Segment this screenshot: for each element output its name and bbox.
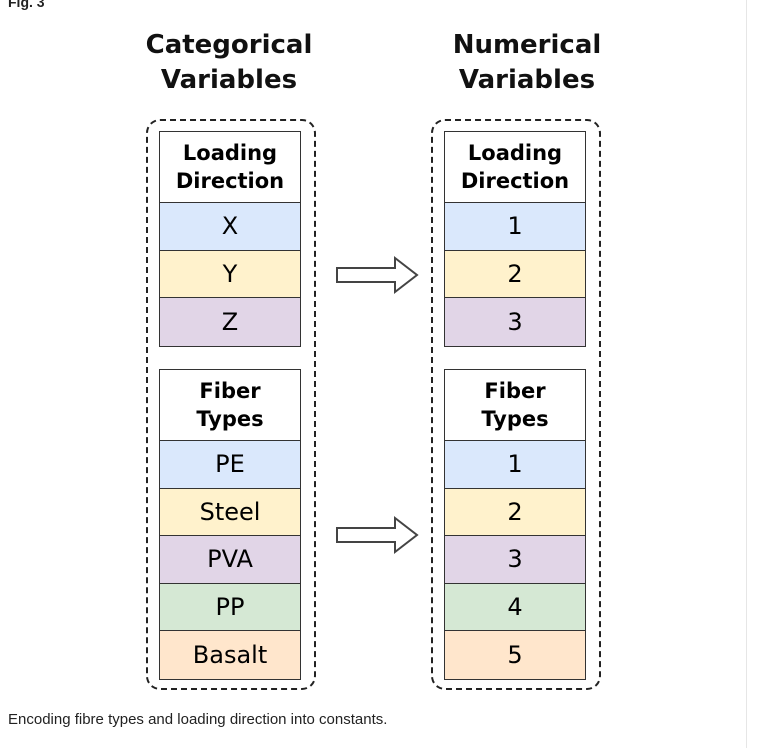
figure-label: Fig. 3 <box>8 0 45 10</box>
table-cell: X <box>160 203 300 251</box>
table-header-line: Fiber <box>199 379 261 403</box>
table-cell: 3 <box>445 298 585 346</box>
table-cell: 5 <box>445 631 585 679</box>
table-header-line: Loading <box>467 141 563 165</box>
categorical-title-line-1: Categorical <box>145 30 313 60</box>
table-header-line: Direction <box>460 169 570 193</box>
table-cell: 2 <box>445 488 585 536</box>
table-cell: 1 <box>445 203 585 251</box>
table-header-line: Fiber <box>484 379 546 403</box>
table-cell: PVA <box>160 536 300 584</box>
table-header-line: Loading <box>182 141 278 165</box>
table-cell: PE <box>160 441 300 489</box>
numerical-group <box>431 119 601 690</box>
figure-caption: Encoding fibre types and loading directi… <box>8 711 388 728</box>
table-cell: 2 <box>445 250 585 298</box>
table-cell: Y <box>160 250 300 298</box>
numerical-title-line-1: Numerical <box>452 30 602 60</box>
table-cell: PP <box>160 583 300 631</box>
categorical-group <box>146 119 316 690</box>
table-cell: 3 <box>445 536 585 584</box>
categorical-title-line-2: Variables <box>160 65 298 95</box>
table-header-line: Direction <box>175 169 285 193</box>
page-divider <box>746 0 747 748</box>
table-cell: Steel <box>160 488 300 536</box>
table-cell: 1 <box>445 441 585 489</box>
table-header-line: Types <box>196 407 264 431</box>
table-header-line: Types <box>481 407 549 431</box>
numerical-title: Numerical Variables <box>417 28 637 98</box>
table-cell: Basalt <box>160 631 300 679</box>
numerical-title-line-2: Variables <box>458 65 596 95</box>
right-arrow-icon <box>336 255 419 295</box>
categorical-title: Categorical Variables <box>119 28 339 98</box>
table-cell: Z <box>160 298 300 346</box>
right-arrow-icon <box>336 515 419 555</box>
table-cell: 4 <box>445 583 585 631</box>
